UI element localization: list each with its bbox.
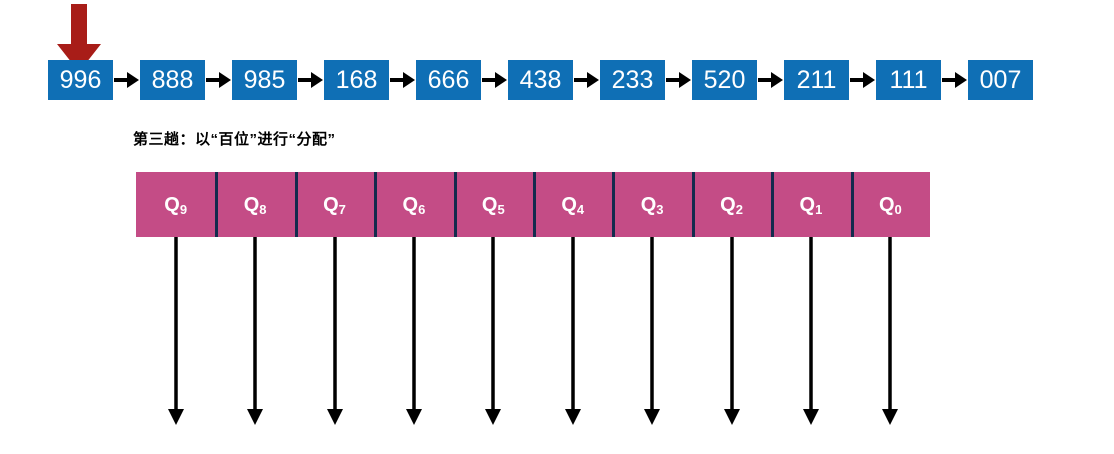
queue-down-arrows (168, 237, 898, 425)
list-node: 007 (968, 60, 1033, 100)
list-node: 111 (876, 60, 941, 100)
pass-caption: 第三趟：以“百位”进行“分配” (133, 131, 336, 148)
queue-label-letter: Q (323, 193, 339, 216)
queue-label-subscript: 4 (576, 201, 585, 217)
list-node: 996 (48, 60, 113, 100)
list-node: 168 (324, 60, 389, 100)
list-node: 520 (692, 60, 757, 100)
queue-arrow-head-icon (565, 409, 581, 425)
linked-list: 996 888 985 168 666 438 233 520 211 111 007 (48, 60, 1033, 100)
link-arrow-icon (389, 60, 416, 100)
queue-arrow-head-icon (168, 409, 184, 425)
link-arrow-icon (665, 60, 692, 100)
queue-label-letter: Q (878, 193, 895, 216)
link-arrow-icon (941, 60, 968, 100)
queue-arrow-head-icon (485, 409, 501, 425)
list-node: 888 (140, 60, 205, 100)
link-arrow-icon (205, 60, 232, 100)
queue-arrow-head-icon (327, 409, 343, 425)
queue-label-subscript: 1 (815, 201, 823, 217)
queue-label-letter: Q (481, 193, 498, 216)
queue-label-subscript: 5 (497, 201, 505, 217)
list-node: 233 (600, 60, 665, 100)
queue-label-letter: Q (243, 193, 260, 216)
queue-label-letter: Q (402, 193, 419, 216)
queue-arrow-head-icon (882, 409, 898, 425)
link-arrow-icon (573, 60, 600, 100)
red-pointer-arrow (57, 4, 101, 72)
queue-label-letter: Q (720, 193, 736, 216)
queue-label-letter: Q (640, 193, 657, 216)
list-node: 985 (232, 60, 297, 100)
queue-label-subscript: 9 (179, 201, 188, 217)
link-arrow-icon (113, 60, 140, 100)
list-node: 211 (784, 60, 849, 100)
queue-arrow-head-icon (406, 409, 422, 425)
queue-label-subscript: 2 (735, 201, 743, 217)
link-arrow-icon (297, 60, 324, 100)
queue-label-subscript: 0 (894, 201, 902, 217)
queue-arrow-head-icon (247, 409, 263, 425)
queue-arrow-head-icon (803, 409, 819, 425)
queue-label-subscript: 7 (338, 201, 346, 217)
queue-label-letter: Q (561, 193, 577, 216)
link-arrow-icon (849, 60, 876, 100)
queue-arrow-head-icon (644, 409, 660, 425)
link-arrow-icon (757, 60, 784, 100)
queue-label-letter: Q (164, 193, 180, 216)
queue-label-letter: Q (799, 193, 816, 216)
queue-label-subscript: 8 (259, 201, 267, 217)
list-node: 438 (508, 60, 573, 100)
queue-label-subscript: 3 (656, 201, 664, 217)
queue-label-subscript: 6 (418, 201, 426, 217)
queue-arrow-head-icon (724, 409, 740, 425)
list-node: 666 (416, 60, 481, 100)
link-arrow-icon (481, 60, 508, 100)
